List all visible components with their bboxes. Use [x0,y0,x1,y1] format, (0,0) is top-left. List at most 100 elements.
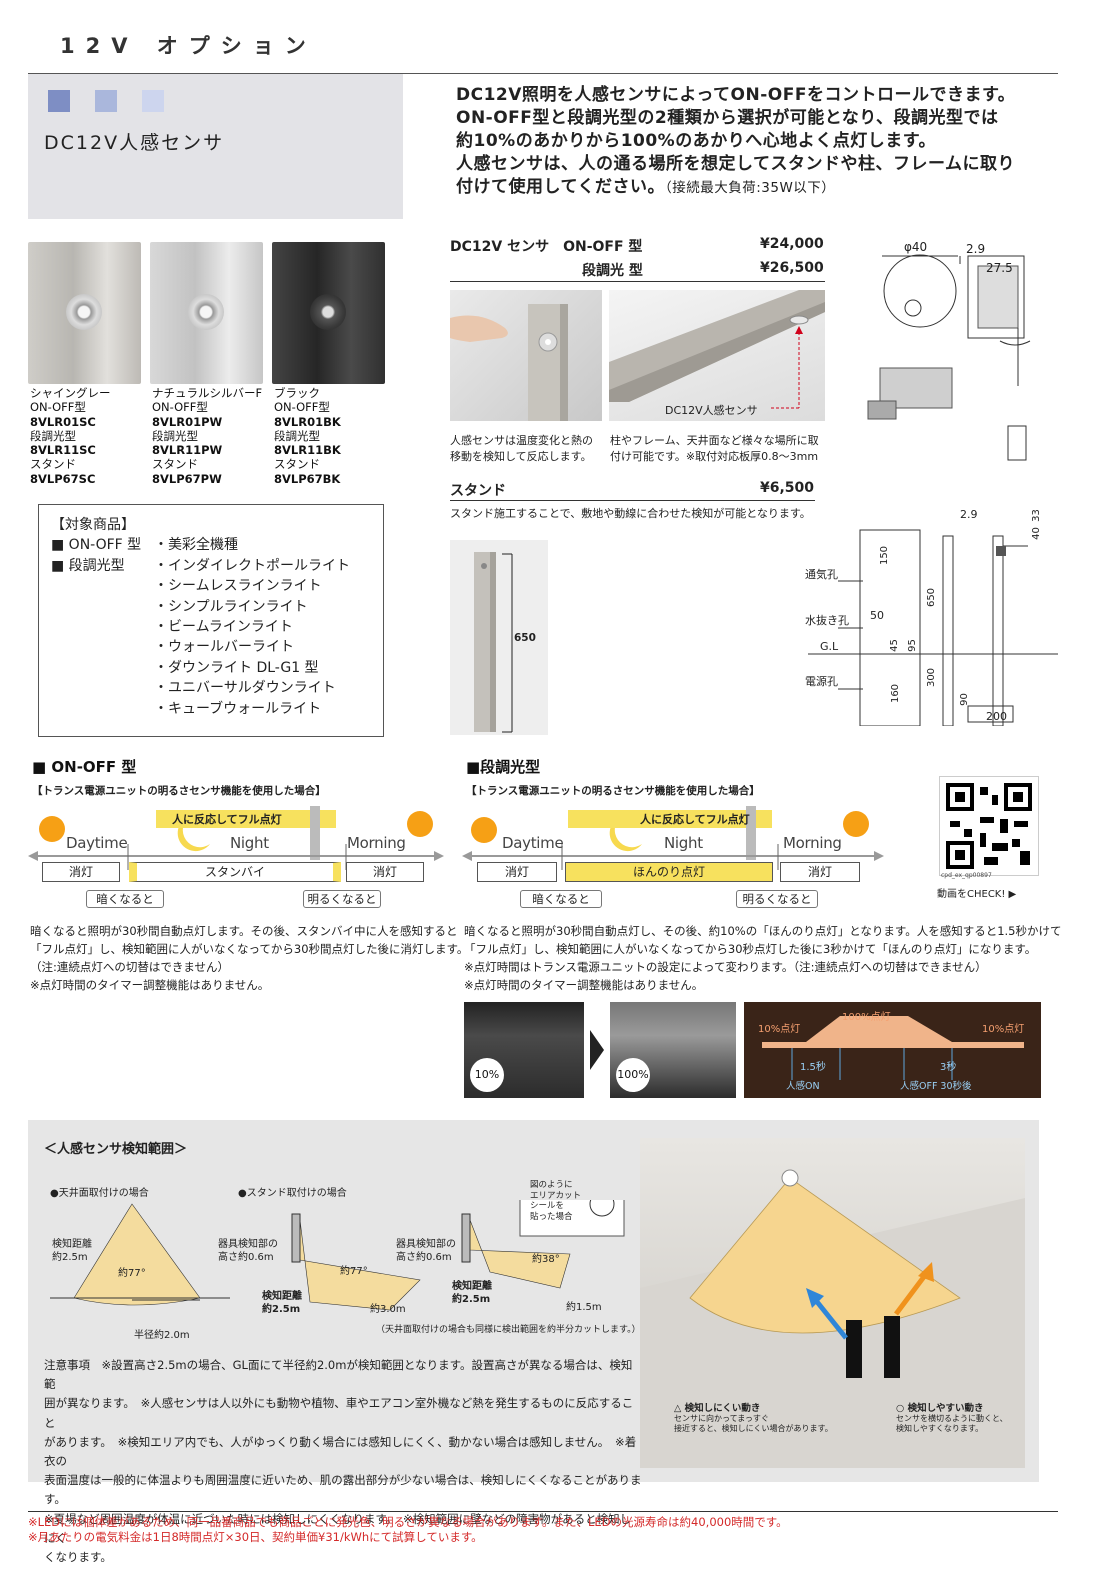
stand-price: ¥6,500 [760,480,815,496]
variant-type: ON-OFF型 [30,400,86,415]
target-products-box: 【対象商品】 ■ ON-OFF 型・美彩全機種 ■ 段調光型・インダイレクトポー… [38,504,384,737]
hard-desc: センサに向かってまっすぐ 接近すると、検知しにくい場合があります。 [674,1414,833,1434]
variant-info: ブラック ON-OFF型 8VLR01BK 段調光型 8VLR11BK スタンド… [274,386,341,486]
qr-code[interactable] [939,776,1039,876]
range-heading: ＜人感センサ検知範囲＞ [44,1142,188,1157]
dim-160: 160 [890,683,902,704]
note-line: 表面温度は一般的に体温よりも周囲温度に近いため、肌の露出部分が少ない場合は、検知… [44,1473,642,1507]
dim-90: 90 [958,693,970,706]
qr-cta[interactable]: 動画をCHECK! ▶ [937,889,1017,900]
cut-footnote: （天井面取付けの場合も同様に検出範囲を約半分カットします。） [376,1325,641,1335]
caption-line: 付け可能です。※取付対応板厚0.8～3mm [610,450,819,463]
dim-description: 暗くなると照明が30秒間自動点灯し、その後、約10%の「ほんのり点灯」となります… [464,922,1061,994]
daytime-label: Daytime [502,834,564,852]
desc-line: 「フル点灯」し、検知範囲に人がいなくなってから30秒点灯した後に3秒かけて「ほん… [464,942,1037,956]
dim-200: 200 [986,710,1007,723]
dim-33: 33 [1030,509,1042,522]
night-label: Night [230,834,269,852]
range-line: 検知距離 [262,1291,302,1302]
target-item: ・シームレスラインライト [154,578,322,595]
dim-thickness: 2.9 [966,242,986,256]
header-square-2 [95,90,117,112]
state-off: 消灯 [42,862,120,882]
stand-illustration [474,552,513,733]
desc-line: 暗くなると照明が30秒間自動点灯します。その後、スタンバイ中に人を感知すると [30,924,458,938]
stand-height-label: 器具検知部の 高さ約0.6m [218,1238,278,1264]
product-photo-shine-gray [28,242,141,384]
ceiling-angle: 約77° [118,1268,146,1279]
person-icon [746,806,756,860]
sensor-caption-left: 人感センサは温度変化と熱の 移動を検知して反応します。 [450,433,593,465]
gl-label: G.L [820,640,839,653]
sensor-lens-icon [188,294,224,330]
variant-code: 8VLR01BK [274,414,341,429]
stand-distance-3m: 約3.0m [370,1304,406,1315]
dim-timeline [462,806,884,870]
variant-type: スタンド [30,457,76,472]
variant-info: ナチュラルシルバーF ON-OFF型 8VLR01PW 段調光型 8VLR11P… [152,386,262,486]
range-line: 器具検知部の [218,1239,278,1250]
dimming-graph: 10%点灯 100%点灯 10%点灯 1.5秒 3秒 人感ON 人感OFF 30… [744,1002,1041,1098]
target-onoff-label: ■ ON-OFF 型 [51,537,142,554]
variant-code: 8VLR11SC [30,443,96,458]
note-line: があります。 ※検知エリア内でも、人がゆっくり動く場合には感知しにくく、動かない… [44,1434,637,1469]
state-off: 消灯 [477,862,557,882]
pct-badge: 10% [470,1058,504,1092]
qr-code-id: cpd_ex_qp00897 [941,872,992,879]
hand-stand-illustration [450,304,568,421]
variant-code: 8VLP67SC [30,471,96,486]
variant-type: スタンド [274,457,320,472]
variant-code: 8VLP67PW [152,471,222,486]
onoff-timeline [28,806,444,870]
dim-price: ¥26,500 [760,260,824,276]
desc-line: 「フル点灯」し、検知範囲に人がいなくなってから30秒間点灯した後に消灯します。 [30,942,469,956]
footer-line: ※LEDには個体差があるため、同一品番商品でも商品ごとに発光色、明るさが異なる場… [28,1515,788,1529]
detection-diagrams [50,1200,625,1311]
page-title: 12V オプション [60,34,317,58]
desc-line: ※点灯時間はトランス電源ユニットの設定によって変わります。（注:連続点灯への切替… [464,960,987,974]
dim-150: 150 [879,545,891,566]
cut-distance: 検知距離 約2.5m [452,1280,492,1306]
moon-icon [177,816,210,852]
arrow-right-icon [590,1030,604,1070]
stand-dimension-drawing [808,529,1058,726]
easy-desc: センサを横切るように動くと、 検知しやすくなります。 [896,1414,1008,1434]
variant-type: ON-OFF型 [274,400,330,415]
variant-type: 段調光型 [152,428,198,443]
intro-line: 付けて使用してください。 [456,177,665,197]
stand-caption: スタンド施工することで、敷地や動線に合わせた検知が可能となります。 [450,507,811,520]
target-item: ・キューブウォールライト [154,700,322,717]
target-item: ・ビームラインライト [154,619,293,636]
desc-line: ※点灯時間のタイマー調整機能はありません。 [30,978,270,992]
detection-cone-illustration: △ 検知しにくい動き センサに向かってまっすぐ 接近すると、検知しにくい場合があ… [640,1138,1025,1468]
sun-icon [471,817,497,843]
range-line: 検知距離 [452,1281,492,1292]
variant-code: 8VLR01PW [152,414,223,429]
intro-line: 約10%のあかりから100%のあかりへ心地よく点灯します。 [456,131,937,151]
range-line: 検知しやすくなります。 [896,1424,984,1433]
ceiling-distance: 検知距離 約2.5m [52,1238,92,1264]
variant-name: シャイングレー [30,386,111,400]
stand-label: スタンド [450,483,506,499]
pct-badge: 100% [616,1058,650,1092]
vent-hole-label: 通気孔 [805,568,838,581]
range-line: 高さ約0.6m [218,1252,274,1263]
sensor-dimension-drawing [867,254,1031,461]
dim-heading: ■段調光型 [466,758,541,776]
dim-depth: 27.5 [986,261,1013,275]
qr-code-icon [946,783,1032,869]
sun-icon [39,816,65,842]
stand-angle: 約77° [340,1266,368,1277]
target-item: ・美彩全機種 [154,537,238,554]
hard-label: △ 検知しにくい動き [674,1403,761,1414]
onoff-subheading: 【トランス電源ユニットの明るさセンサ機能を使用した場合】 [32,785,326,797]
caption-line: 人感センサは温度変化と熱の [450,434,593,447]
header-square-1 [48,90,70,112]
dim-diameter: φ40 [904,240,928,254]
note-line: ※夏場など周囲温度が体温に近づいた時には検知しにくくなります。 ※検知範囲に壁な… [44,1511,632,1545]
garage-photo-100: 100% [610,1002,736,1098]
dim-95: 95 [906,639,918,652]
pill-bright: 明るくなると [303,890,381,908]
cone-svg [640,1169,1025,1468]
state-dim: ほんのり点灯 [565,862,773,882]
